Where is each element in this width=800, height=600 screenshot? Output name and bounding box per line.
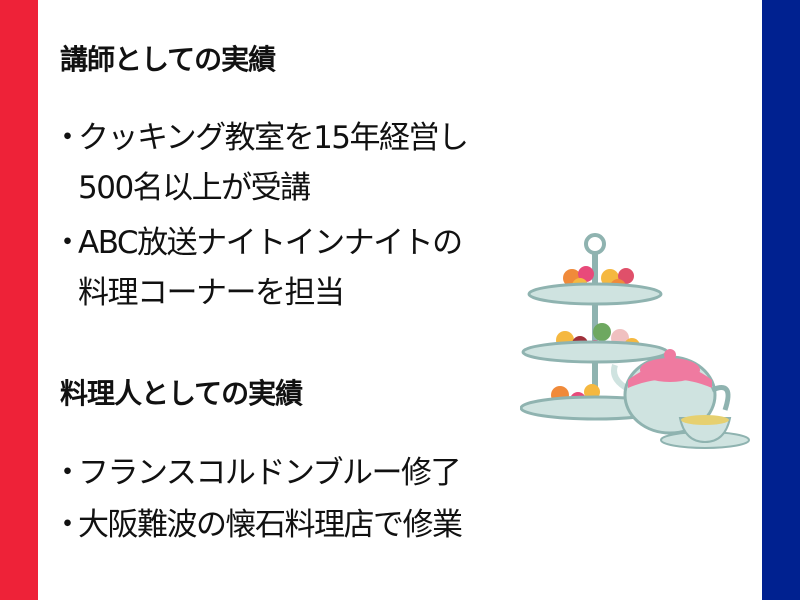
list-item: ・大阪難波の懐石料理店で修業 [52,507,463,543]
list-item-continuation: 料理コーナーを担当 [78,275,345,311]
list-item: ・フランスコルドンブルー修了 [52,455,461,491]
left-accent-bar [0,0,38,600]
list-item: ・ABC放送ナイトインナイトの [52,225,463,261]
right-accent-bar [762,0,800,600]
section-heading-instructor: 講師としての実績 [60,43,276,76]
list-item: ・クッキング教室を15年経営し [52,120,469,156]
section-heading-chef: 料理人としての実績 [60,377,303,410]
list-item-continuation: 500名以上が受講 [78,170,311,206]
tea-stand-illustration [520,233,750,449]
